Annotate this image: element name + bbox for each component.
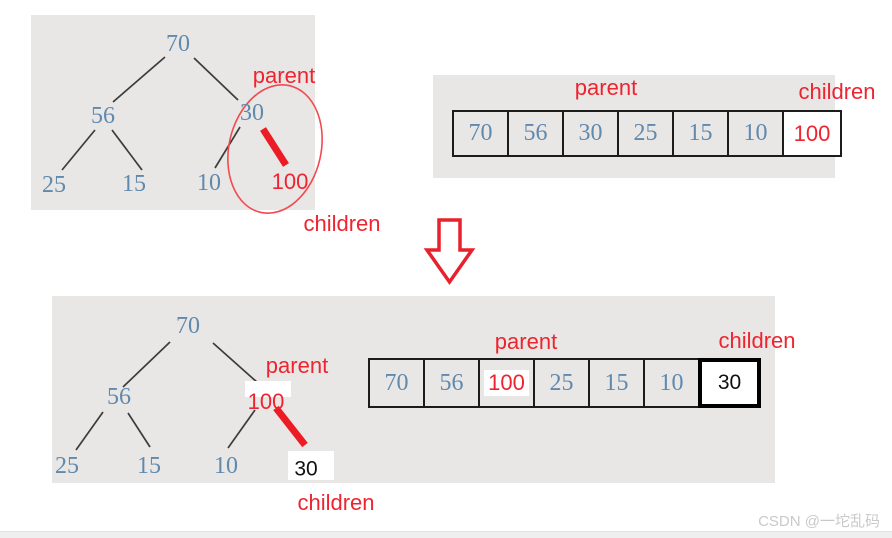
array-cell-swapped-child: 30	[698, 358, 761, 408]
array-cell: 56	[423, 358, 480, 408]
erase-patch	[245, 381, 291, 397]
tree-node: 15	[122, 171, 146, 197]
after-panel	[52, 296, 775, 483]
children-label: children	[297, 490, 375, 515]
swap-child-value: 30	[294, 457, 318, 481]
after-array: 70 56 100 25 15 10 30	[368, 358, 761, 408]
tree-node: 70	[166, 31, 190, 57]
children-label: children	[798, 79, 876, 104]
tree-node: 10	[214, 453, 238, 479]
array-cell: 25	[617, 110, 674, 157]
parent-label: parent	[265, 353, 329, 378]
array-cell: 10	[643, 358, 700, 408]
swap-child-value: 100	[271, 169, 309, 194]
array-cell: 15	[588, 358, 645, 408]
tree-node: 56	[107, 384, 131, 410]
tree-node: 56	[91, 103, 115, 129]
erase-patch	[288, 451, 334, 480]
tree-node: 70	[176, 313, 200, 339]
array-cell: 30	[562, 110, 619, 157]
children-label: children	[718, 328, 796, 353]
array-cell-new-child: 100	[782, 110, 842, 157]
array-cell: 70	[452, 110, 509, 157]
down-arrow-icon	[423, 218, 476, 286]
tree-node-parent-swapped: 100	[247, 389, 285, 414]
parent-label: parent	[574, 75, 638, 100]
array-cell: 70	[368, 358, 425, 408]
before-array-panel	[433, 75, 835, 178]
array-cell: 25	[533, 358, 590, 408]
array-cell: 10	[727, 110, 784, 157]
watermark: CSDN @一坨乱码	[758, 513, 880, 530]
parent-label: parent	[252, 63, 316, 88]
before-array: 70 56 30 25 15 10 100	[452, 110, 842, 157]
tree-node: 15	[137, 453, 161, 479]
tree-node: 25	[55, 453, 79, 479]
bottom-strip	[0, 531, 892, 538]
tree-node-parent: 30	[240, 100, 264, 126]
tree-node: 25	[42, 172, 66, 198]
children-label: children	[303, 211, 381, 236]
array-cell-swapped-parent: 100	[478, 358, 535, 408]
array-cell: 15	[672, 110, 729, 157]
parent-label: parent	[494, 329, 558, 354]
array-cell: 56	[507, 110, 564, 157]
tree-node: 10	[197, 170, 221, 196]
swapped-parent-value: 100	[484, 370, 529, 396]
